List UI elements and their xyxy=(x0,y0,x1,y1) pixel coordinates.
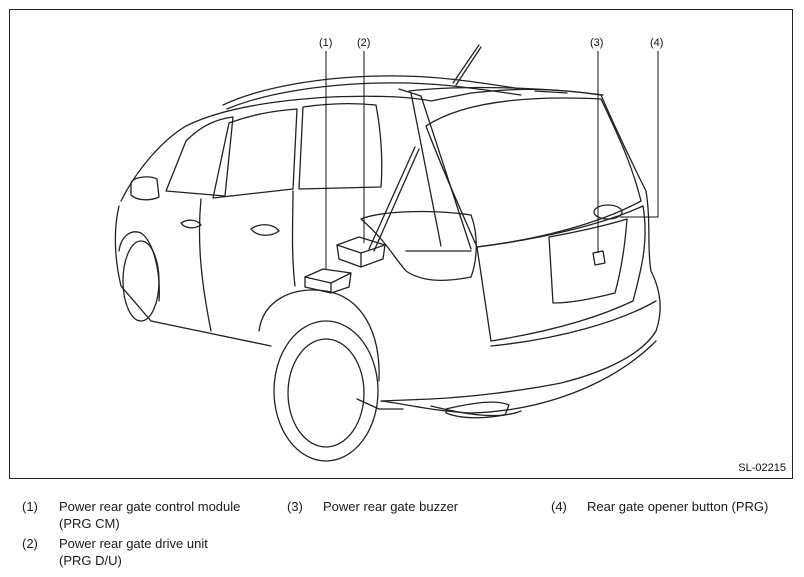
legend: (1) Power rear gate control module (PRG … xyxy=(0,488,804,577)
legend-line: Power rear gate drive unit xyxy=(59,536,208,551)
callout-3: (3) xyxy=(590,37,604,49)
legend-line: Power rear gate control module xyxy=(59,499,241,514)
legend-line: (PRG D/U) xyxy=(59,553,122,568)
legend-num: (2) xyxy=(22,536,38,551)
legend-num: (3) xyxy=(287,499,303,514)
diagram-frame: (1) (2) (3) (4) SL-02215 xyxy=(9,9,793,479)
legend-text: Power rear gate control module (PRG CM) xyxy=(59,498,240,532)
vehicle-illustration xyxy=(114,44,661,462)
legend-num: (1) xyxy=(22,499,38,514)
figure-id: SL-02215 xyxy=(738,462,786,474)
legend-num: (4) xyxy=(551,499,567,514)
callout-2: (2) xyxy=(357,37,371,49)
legend-text: Power rear gate buzzer xyxy=(323,499,459,514)
callout-4: (4) xyxy=(650,37,664,49)
legend-item-1: (1) Power rear gate control module (PRG … xyxy=(22,498,282,534)
legend-item-3: (3) Power rear gate buzzer xyxy=(287,498,537,518)
legend-text: Rear gate opener button (PRG) xyxy=(587,499,769,514)
callout-1: (1) xyxy=(319,37,333,49)
legend-text: Power rear gate drive unit (PRG D/U) xyxy=(59,535,208,569)
legend-item-4: (4) Rear gate opener button (PRG) xyxy=(551,498,801,518)
legend-line: (PRG CM) xyxy=(59,516,120,531)
legend-item-2: (2) Power rear gate drive unit (PRG D/U) xyxy=(22,535,282,571)
